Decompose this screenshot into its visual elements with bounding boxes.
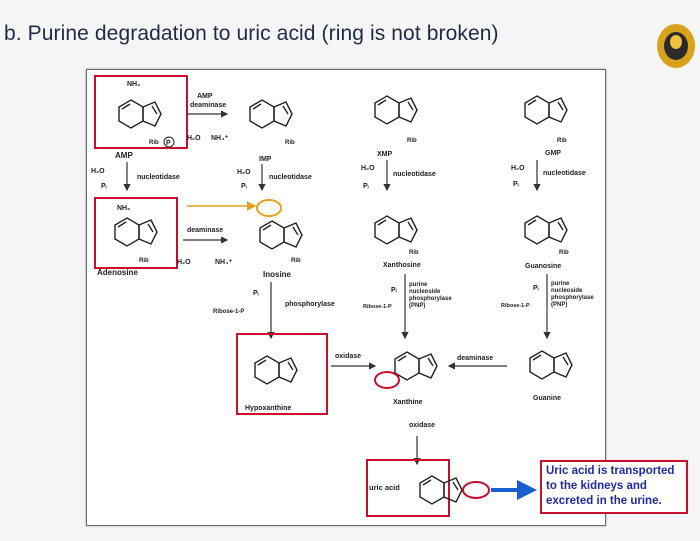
xanthosine-pnp-label-2: nucleoside xyxy=(409,289,441,295)
uric-acid-label: uric acid xyxy=(369,483,400,492)
xmp-nucleotidase-label: nucleotidase xyxy=(393,171,436,178)
amp-deaminase-ammonium: NH₄⁺ xyxy=(211,135,228,142)
hypoxanthine-highlight-box xyxy=(236,333,328,415)
adenosine-label: Adenosine xyxy=(97,268,138,277)
amp-label: AMP xyxy=(115,151,133,160)
xanthosine-pnp-ribose: Ribose-1-P xyxy=(363,304,392,310)
guanine-structure xyxy=(529,350,573,380)
amp-phosphate-circle xyxy=(163,136,175,148)
gmp-nucleotidase-water: H₂O xyxy=(511,165,525,172)
imp-nucleotidase-phosphate: Pᵢ xyxy=(241,183,247,190)
inosine-label: Inosine xyxy=(263,270,292,279)
amp-structure xyxy=(118,99,162,129)
xanthosine-pnp-label-1: purine xyxy=(409,282,428,288)
guanine-deaminase-label: deaminase xyxy=(457,355,493,362)
imp-structure xyxy=(249,99,293,129)
imp-nucleotidase-label: nucleotidase xyxy=(269,174,312,181)
guanosine-pnp-label-1: purine xyxy=(551,281,570,287)
gmp-nucleotidase-label: nucleotidase xyxy=(543,170,586,177)
gmp-label: GMP xyxy=(545,150,561,157)
inosine-rib-label: Rib xyxy=(291,258,301,264)
guanosine-structure xyxy=(524,215,568,245)
xanthosine-rib-label: Rib xyxy=(409,250,419,256)
uric-acid-highlight-box xyxy=(366,459,450,517)
inosine-phosphorylase-ribose: Ribose-1-P xyxy=(213,309,244,315)
amp-phosphate-label: P xyxy=(166,140,171,147)
amp-highlight-box xyxy=(94,75,188,149)
gmp-rib-label: Rib xyxy=(557,138,567,144)
xmp-nucleotidase-water: H₂O xyxy=(361,165,375,172)
adenosine-highlight-box xyxy=(94,197,178,269)
adenosine-rib-label: Rib xyxy=(139,258,149,264)
hypoxanthine-structure xyxy=(254,355,298,385)
xmp-label: XMP xyxy=(377,151,393,158)
amp-nucleotidase-phosphate: Pᵢ xyxy=(101,183,107,190)
adenosine-deaminase-water: H₂O xyxy=(177,259,191,266)
guanosine-pnp-label-3: phosphorylase xyxy=(551,295,594,301)
xanthosine-pnp-label-4: (PNP) xyxy=(409,303,425,309)
carbonyl-highlight-circle xyxy=(256,199,282,217)
xanthine-oxidase-label: oxidase xyxy=(409,422,435,429)
amp-deaminase-water: H₂O xyxy=(187,135,201,142)
guanosine-pnp-ribose: Ribose-1-P xyxy=(501,303,530,309)
adenosine-structure xyxy=(114,217,158,247)
inosine-phosphorylase-label: phosphorylase xyxy=(285,301,335,308)
adenosine-deaminase-label: deaminase xyxy=(187,227,223,234)
guanosine-rib-label: Rib xyxy=(559,250,569,256)
amp-nh2-label: NH₂ xyxy=(127,81,140,88)
xanthine-carbonyl-circle xyxy=(374,371,400,389)
adenosine-deaminase-ammonium: NH₄⁺ xyxy=(215,259,232,266)
guanosine-pnp-phosphate: Pᵢ xyxy=(533,285,539,292)
amp-deaminase-line1: AMP xyxy=(197,93,213,100)
purine-degradation-diagram: NH₂ Rib P AMP deaminase H₂O NH₄⁺ Rib Rib… xyxy=(86,69,606,526)
inosine-structure xyxy=(259,220,303,250)
xanthine-structure xyxy=(394,351,438,381)
inosine-phosphorylase-phosphate: Pᵢ xyxy=(253,290,259,297)
xmp-nucleotidase-phosphate: Pᵢ xyxy=(363,183,369,190)
gmp-structure xyxy=(524,95,568,125)
gmp-nucleotidase-phosphate: Pᵢ xyxy=(513,181,519,188)
guanosine-pnp-label-2: nucleoside xyxy=(551,288,583,294)
xmp-rib-label: Rib xyxy=(407,138,417,144)
xanthosine-structure xyxy=(374,215,418,245)
hypoxanthine-label: Hypoxanthine xyxy=(245,405,291,412)
imp-label: IMP xyxy=(259,156,272,163)
pathway-svg: NH₂ Rib P AMP deaminase H₂O NH₄⁺ Rib Rib… xyxy=(91,75,594,517)
imp-rib-label: Rib xyxy=(285,140,295,146)
xmp-structure xyxy=(374,95,418,125)
amp-nucleotidase-label: nucleotidase xyxy=(137,174,180,181)
xanthine-label: Xanthine xyxy=(393,399,423,406)
hypoxanthine-oxidase-label: oxidase xyxy=(335,353,361,360)
slide-title: b. Purine degradation to uric acid (ring… xyxy=(4,22,499,45)
imp-nucleotidase-water: H₂O xyxy=(237,169,251,176)
xanthosine-pnp-label-3: phosphorylase xyxy=(409,296,452,302)
adenosine-nh2-label: NH₂ xyxy=(117,205,130,212)
logo-icon xyxy=(657,24,695,68)
uric-acid-structure xyxy=(419,475,463,505)
guanosine-pnp-label-4: (PNP) xyxy=(551,302,567,308)
amp-nucleotidase-water: H₂O xyxy=(91,168,105,175)
amp-rib-label: Rib xyxy=(149,140,159,146)
guanosine-label: Guanosine xyxy=(525,263,561,270)
excretion-note: Uric acid is transported to the kidneys … xyxy=(540,460,688,514)
xanthosine-label: Xanthosine xyxy=(383,262,421,269)
guanine-label: Guanine xyxy=(533,395,561,402)
amp-deaminase-line2: deaminase xyxy=(190,102,226,109)
xanthosine-pnp-phosphate: Pᵢ xyxy=(391,287,397,294)
uric-acid-carbonyl-circle xyxy=(462,481,490,499)
